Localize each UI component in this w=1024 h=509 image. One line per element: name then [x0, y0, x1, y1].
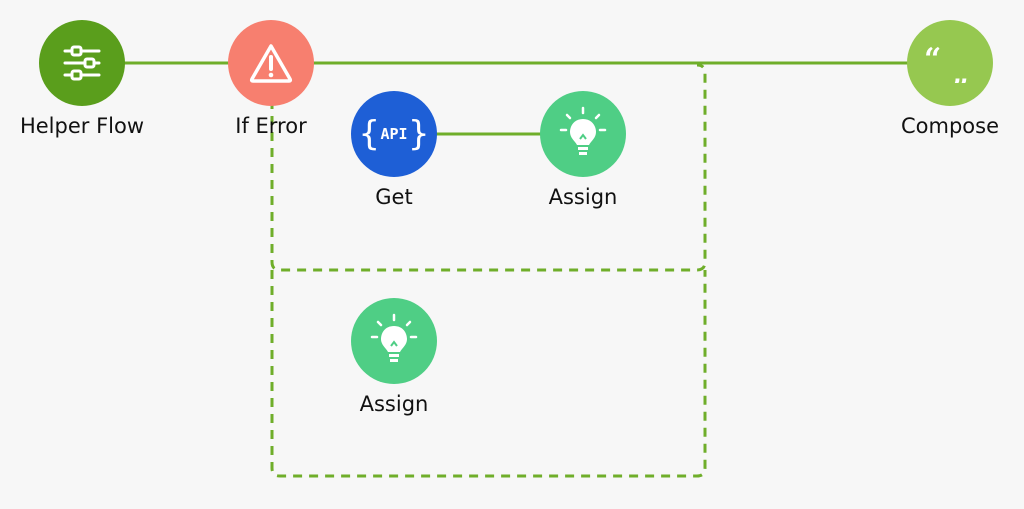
- lightbulb-icon: [559, 106, 607, 155]
- get-label: Get: [375, 185, 413, 209]
- lightbulb-icon: [370, 313, 418, 362]
- helper-flow-circle[interactable]: [39, 20, 125, 106]
- assign-try-label: Assign: [548, 185, 618, 209]
- svg-text:“: “: [924, 43, 941, 77]
- quote-icon: “ „: [924, 43, 969, 83]
- catch-block-border: [270, 270, 707, 478]
- assign-catch-label: Assign: [359, 392, 429, 416]
- node-if-error[interactable]: If Error: [181, 20, 361, 137]
- sliders-icon: [63, 45, 101, 81]
- node-get[interactable]: { API } Get: [304, 91, 484, 208]
- compose-circle[interactable]: “ „: [907, 20, 993, 106]
- brace-right: }: [408, 114, 430, 154]
- assign-catch-circle[interactable]: [351, 298, 437, 384]
- helper-flow-label: Helper Flow: [19, 114, 145, 138]
- brace-left: {: [358, 114, 380, 154]
- api-text: API: [380, 125, 408, 143]
- if-error-circle[interactable]: [228, 20, 314, 106]
- node-helper-flow[interactable]: Helper Flow: [0, 20, 172, 137]
- node-assign-try[interactable]: Assign: [493, 91, 673, 208]
- if-error-label: If Error: [235, 114, 307, 138]
- compose-label: Compose: [900, 114, 999, 138]
- warning-triangle-icon: [249, 44, 293, 83]
- node-compose[interactable]: “ „ Compose: [860, 20, 1024, 137]
- get-circle[interactable]: { API }: [351, 91, 437, 177]
- try-block-border: [270, 63, 707, 272]
- node-assign-catch[interactable]: Assign: [304, 298, 484, 415]
- api-braces-icon: { API }: [359, 117, 429, 151]
- assign-try-circle[interactable]: [540, 91, 626, 177]
- svg-text:„: „: [952, 56, 969, 83]
